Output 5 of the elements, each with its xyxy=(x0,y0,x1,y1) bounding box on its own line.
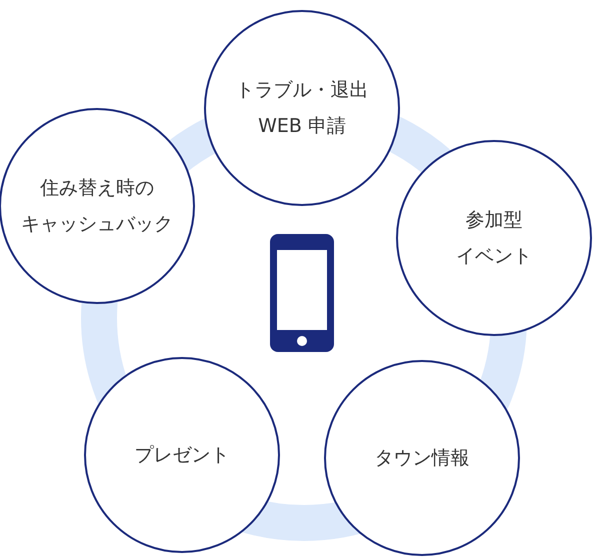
topic-label: タウン情報 xyxy=(374,446,470,471)
topic-label: 住み替え時のキャッシュバック xyxy=(21,176,173,237)
topic-label: トラブル・退出WEB 申請 xyxy=(236,78,368,139)
topic-label: 参加型イベント xyxy=(456,208,532,269)
topic-label: プレゼント xyxy=(134,442,230,468)
